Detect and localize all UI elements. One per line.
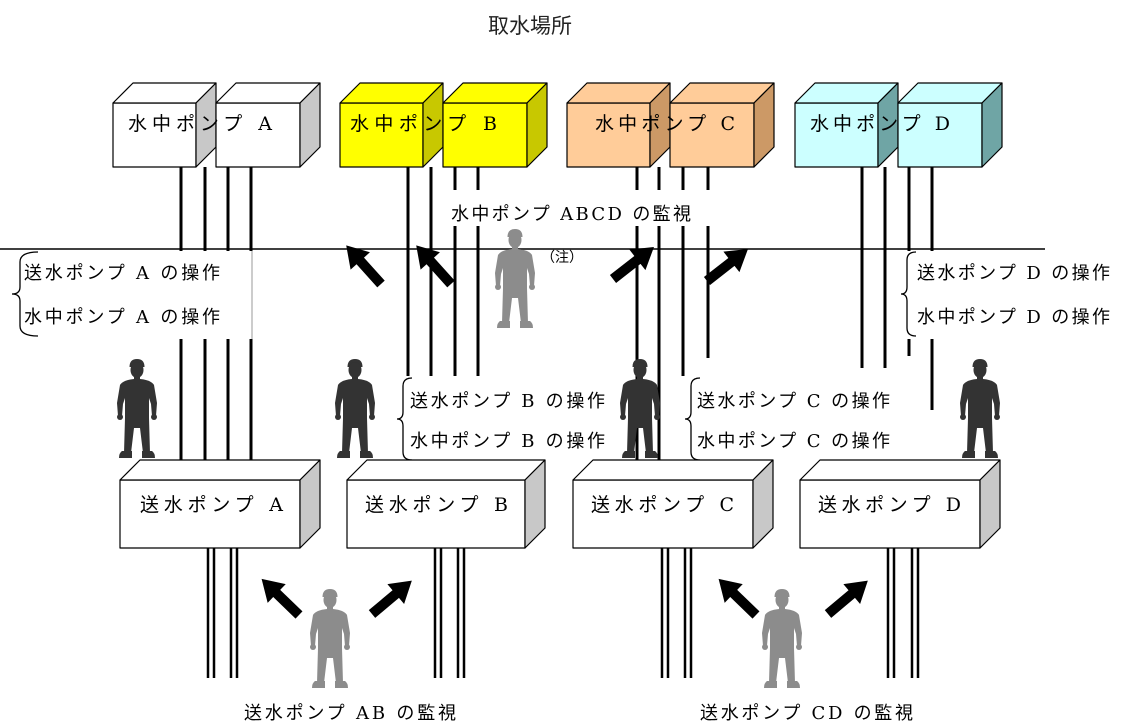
transfer-operation-label: 送水ポンプ D の操作 (917, 263, 1110, 284)
submersible-operation-label: 水中ポンプ C の操作 (697, 431, 890, 452)
box-top (119, 459, 321, 481)
operation-group-d: 送水ポンプ D の操作 水中ポンプ D の操作 (897, 251, 1123, 339)
box-front (112, 102, 197, 168)
box-side (981, 82, 1003, 168)
box-side (524, 459, 546, 549)
box-front (566, 102, 651, 168)
box-side (753, 82, 775, 168)
transfer-operation-label: 送水ポンプ C の操作 (697, 391, 890, 412)
submersible-pump-c: 水中ポンプ C (566, 82, 775, 168)
box-side (979, 459, 1001, 549)
box-side (299, 82, 321, 168)
pump-label: 水中ポンプ A (128, 113, 272, 135)
submersible-operation-label: 水中ポンプ B の操作 (410, 431, 605, 452)
operation-group-c: 送水ポンプ C の操作 水中ポンプ C の操作 (681, 376, 903, 462)
transfer-operation-label: 送水ポンプ A の操作 (24, 263, 220, 284)
submersible-monitoring-label: 水中ポンプ ABCD の監視 (451, 204, 691, 225)
brace (900, 251, 917, 337)
pump-label: 送水ポンプ B (365, 494, 508, 516)
box-side (752, 459, 774, 549)
transfer-pump-d: 送水ポンプ D (799, 459, 1001, 549)
arrow-up-right-icon (703, 248, 748, 285)
brace (11, 251, 39, 337)
submersible-operation-label: 水中ポンプ D の操作 (917, 307, 1110, 328)
person-icon (762, 589, 802, 688)
person-icon (117, 359, 157, 458)
box-side (299, 459, 321, 549)
label-background (8, 251, 252, 339)
box-front (339, 102, 424, 168)
transfer-pump-b: 送水ポンプ B (346, 459, 546, 549)
person-icon (335, 359, 375, 458)
note-label: （注） (541, 250, 583, 266)
box-top (799, 459, 1001, 481)
submersible-operation-label: 水中ポンプ A の操作 (24, 307, 220, 328)
operation-group-a: 送水ポンプ A の操作 水中ポンプ A の操作 (8, 251, 253, 339)
person-icon (495, 229, 535, 328)
arrow-up-right-icon (824, 580, 868, 618)
box-top (346, 459, 546, 481)
box-front (119, 479, 301, 549)
pump-label: 水中ポンプ B (350, 113, 497, 135)
arrow-up-right-icon (368, 580, 412, 618)
pump-label: 送水ポンプ C (591, 494, 734, 516)
transfer-operation-label: 送水ポンプ B の操作 (410, 391, 605, 412)
submersible-pump-b: 水中ポンプ B (339, 82, 548, 168)
diagram-title: 取水場所 (488, 14, 572, 38)
pump-label: 送水ポンプ D (818, 494, 961, 516)
person-icon (620, 359, 660, 458)
arrow-up-left-icon (261, 578, 303, 619)
pump-label: 水中ポンプ C (595, 113, 735, 135)
label-background (681, 376, 903, 462)
transfer-pump-a: 送水ポンプ A (119, 459, 321, 549)
pump-label: 送水ポンプ A (140, 494, 283, 516)
brace (396, 377, 413, 461)
arrows (261, 245, 868, 619)
person-icon (960, 359, 1000, 458)
arrow-up-left-icon (416, 245, 455, 288)
submersible-pump-d: 水中ポンプ D (794, 82, 1003, 168)
transfer-pump-c: 送水ポンプ C (572, 459, 774, 549)
box-front (442, 102, 528, 168)
person-icon (310, 589, 350, 688)
pump-label: 水中ポンプ D (810, 113, 950, 135)
label-background (897, 251, 1123, 339)
brace (684, 377, 701, 461)
box-side (526, 82, 548, 168)
label-background (393, 376, 615, 462)
transfer-monitoring-label-cd: 送水ポンプ CD の監視 (700, 703, 913, 724)
label-background (444, 190, 712, 226)
box-front (799, 479, 981, 549)
arrow-up-right-icon (609, 246, 654, 283)
operation-group-b: 送水ポンプ B の操作 水中ポンプ B の操作 (393, 376, 615, 462)
arrow-up-left-icon (346, 245, 385, 288)
arrow-up-left-icon (718, 578, 760, 619)
submersible-pump-a: 水中ポンプ A (112, 82, 321, 168)
transfer-monitoring-label-ab: 送水ポンプ AB の監視 (244, 703, 456, 724)
transfer-pump-lines (206, 548, 920, 678)
box-top (572, 459, 774, 481)
